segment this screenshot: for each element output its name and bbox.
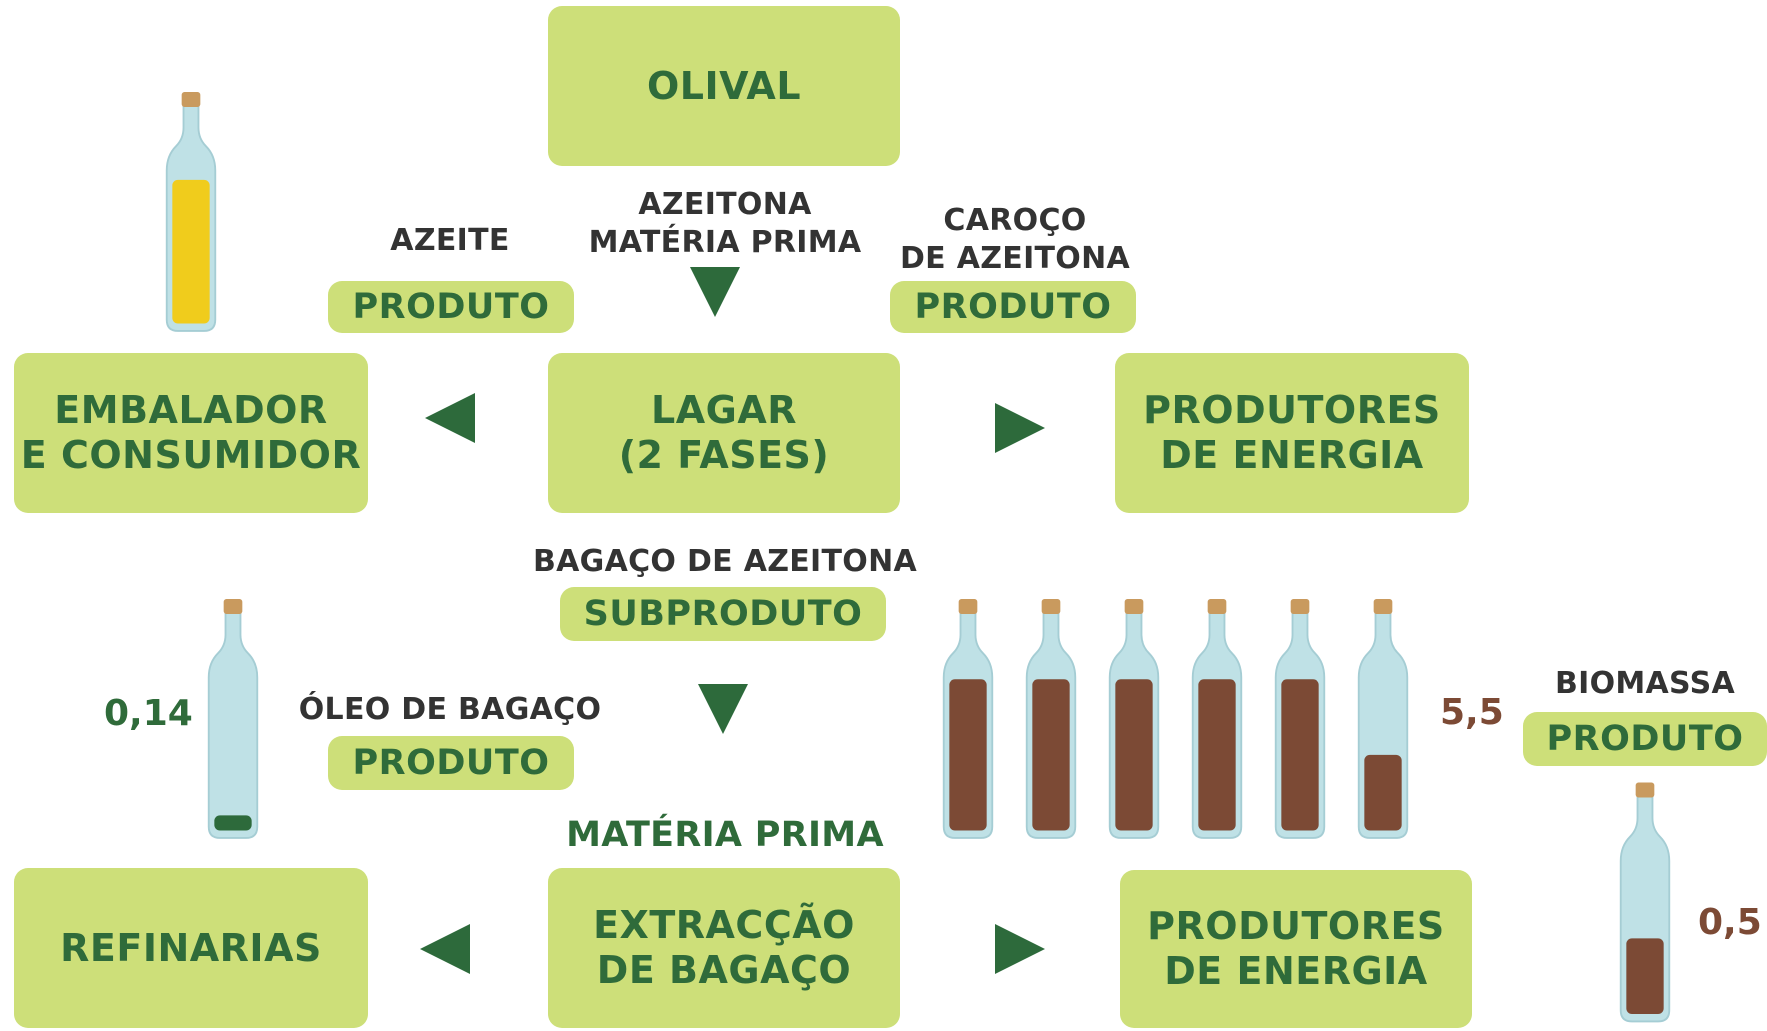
bottle-liquid [1198,679,1236,831]
value-bagaco-energia: 5,5 [1440,692,1504,733]
node-embalador-consumidor: EMBALADOR E CONSUMIDOR [14,353,368,513]
arrow-shape [420,924,470,974]
brown-bottle-icon [942,599,994,839]
label-materia-prima: MATÉRIA PRIMA [566,815,884,855]
value-oleo-bagaco: 0,14 [104,693,193,734]
node-lagar: LAGAR (2 FASES) [548,353,900,513]
arrow-shape [995,924,1045,974]
label-biomassa: BIOMASSA [1554,666,1736,701]
bottle-cork [1124,599,1144,614]
biomass-bottle-icon [1619,782,1671,1023]
bottle-cork [223,599,243,614]
bottle-cork [1207,599,1227,614]
arrow-shape [995,403,1045,453]
brown-bottle-icon [1357,599,1409,839]
brown-bottle-icon [1274,599,1326,839]
left-arrow-icon [420,924,470,974]
label-oleo-de-bagaco: ÓLEO DE BAGAÇO [298,692,602,727]
bottle-liquid [172,179,210,324]
brown-bottle-icon [1191,599,1243,839]
bottle-liquid [1115,679,1153,831]
tag-azeite-produto: PRODUTO [328,281,574,333]
brown-bottle-icon [1025,599,1077,839]
bottle-liquid [214,815,252,831]
bottle-cork [958,599,978,614]
bottle-liquid [949,679,987,831]
tag-biomassa-produto: PRODUTO [1523,712,1767,766]
bottle-liquid [1281,679,1319,831]
bottle-cork [181,92,201,107]
down-arrow-icon [698,684,748,734]
bottle-cork [1290,599,1310,614]
olive-oil-bottle-icon [165,92,217,332]
oil-bottle-icon [207,599,259,839]
brown-bottle-icon [1108,599,1160,839]
arrow-shape [698,684,748,734]
bottle-glass [207,611,259,839]
label-caroco-de-azeitona: CAROÇO DE AZEITONA [899,203,1131,276]
arrow-shape [425,393,475,443]
left-arrow-icon [425,393,475,443]
bottle-cork [1373,599,1393,614]
bottle-cork [1041,599,1061,614]
right-arrow-icon [995,403,1045,453]
node-olival: OLIVAL [548,6,900,166]
value-biomassa: 0,5 [1698,902,1762,943]
node-extraccao-bagaco: EXTRACÇÃO DE BAGAÇO [548,868,900,1028]
node-refinarias: REFINARIAS [14,868,368,1028]
node-produtores-energia-top: PRODUTORES DE ENERGIA [1115,353,1469,513]
bottle-liquid [1032,679,1070,831]
right-arrow-icon [995,924,1045,974]
bottle-cork [1635,782,1655,798]
arrow-shape [690,267,740,317]
tag-oleo-produto: PRODUTO [328,736,574,790]
tag-bagaco-subproduto: SUBPRODUTO [560,587,886,641]
down-arrow-icon [690,267,740,317]
tag-caroco-produto: PRODUTO [890,281,1136,333]
bottle-liquid [1626,938,1664,1014]
label-bagaco-de-azeitona: BAGAÇO DE AZEITONA [532,544,918,579]
node-produtores-energia-bottom: PRODUTORES DE ENERGIA [1120,870,1472,1028]
label-azeitona-materia-prima: AZEITONA MATÉRIA PRIMA [588,187,862,260]
label-azeite: AZEITE [390,223,510,258]
bottle-liquid [1364,754,1402,831]
